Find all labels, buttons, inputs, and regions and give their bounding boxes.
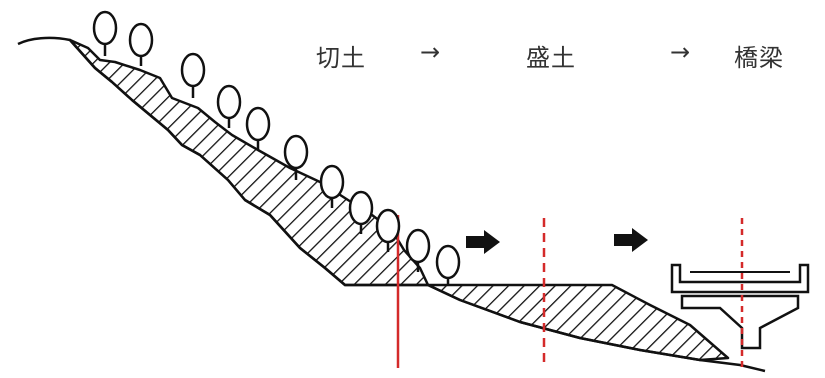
label-cut: 切土 xyxy=(316,44,366,72)
tree-icon xyxy=(348,190,374,234)
label-bridge: 橋梁 xyxy=(734,44,784,72)
tree-icon xyxy=(283,134,309,180)
tree-icon xyxy=(180,52,206,98)
cut-section xyxy=(68,38,430,287)
tree-icon xyxy=(375,208,401,252)
tree-icon xyxy=(435,244,461,286)
tree-icon xyxy=(216,84,242,128)
tree-icon xyxy=(92,10,118,56)
trees xyxy=(92,10,461,286)
fill-section xyxy=(426,283,730,362)
tree-icon xyxy=(128,22,154,66)
label-arrow-2: → xyxy=(670,38,692,66)
label-arrow-1: → xyxy=(420,38,442,66)
right-arrow-icon xyxy=(614,228,648,252)
bridge-abutment xyxy=(670,263,810,350)
tree-icon xyxy=(319,164,345,208)
right-arrow-icon xyxy=(466,230,500,254)
label-fill: 盛土 xyxy=(526,44,576,72)
tree-icon xyxy=(245,106,271,150)
tree-icon xyxy=(405,228,431,272)
